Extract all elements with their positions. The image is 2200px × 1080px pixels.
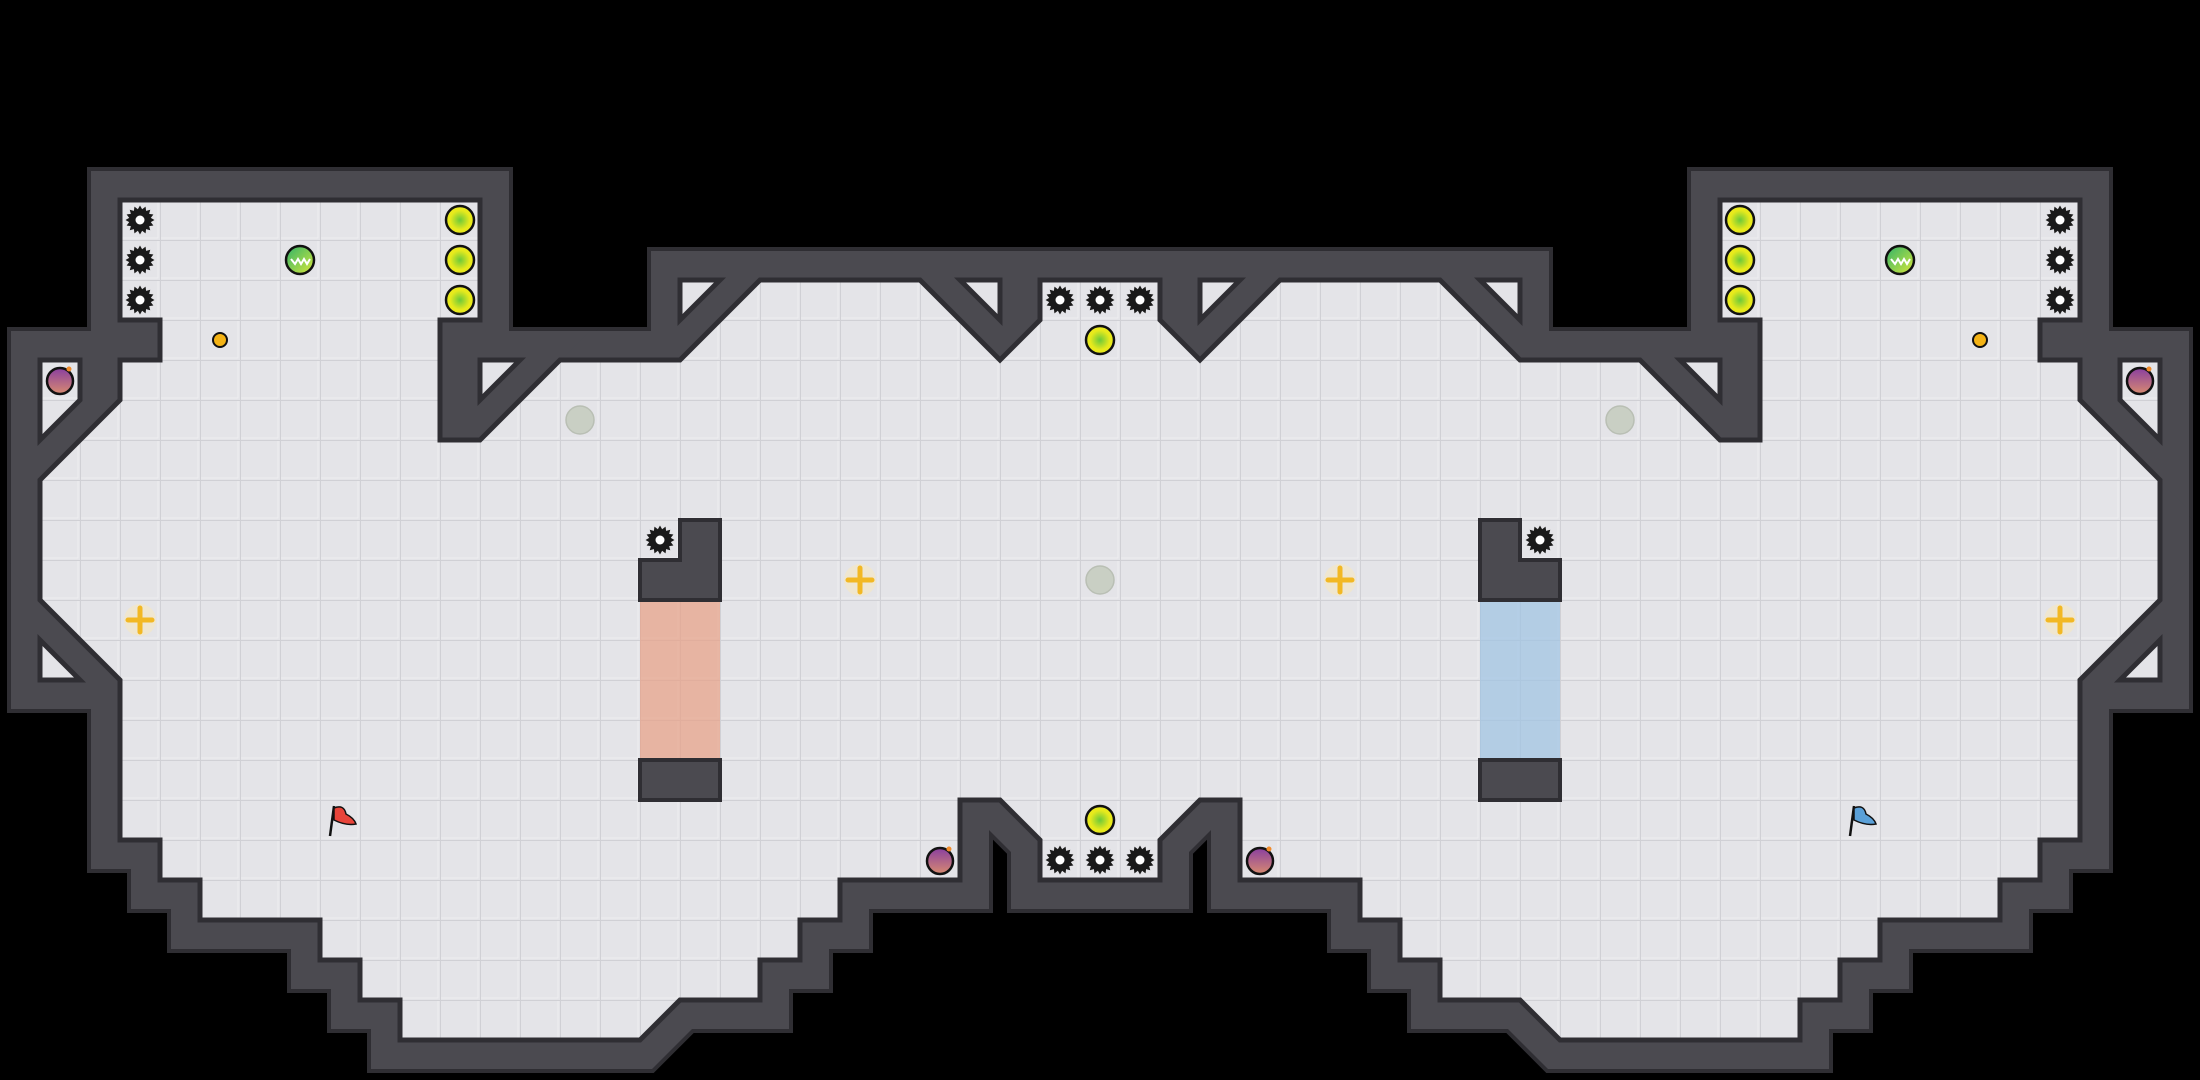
bomb-body	[2125, 366, 2155, 396]
gear-hole	[655, 535, 665, 545]
bomb-body	[925, 846, 955, 876]
cross-arms	[125, 605, 155, 635]
wall-block	[638, 758, 722, 802]
ball-teeth	[290, 257, 311, 266]
floor-pocket	[677, 277, 727, 327]
gear-hole	[1535, 535, 1545, 545]
gear-icon	[1045, 845, 1075, 875]
bomb-body	[1245, 846, 1275, 876]
orange-dot-icon	[1972, 332, 1988, 348]
green-ball-icon	[284, 244, 316, 276]
gear-hole	[1055, 295, 1065, 305]
gear-hole	[1135, 855, 1145, 865]
floor-pocket	[953, 277, 1003, 327]
ball-teeth	[1890, 257, 1911, 266]
objects-layer	[45, 204, 2155, 876]
floor-pocket	[1673, 357, 1723, 407]
gear-icon	[1085, 845, 1115, 875]
gear-hole	[1135, 295, 1145, 305]
gear-icon	[1125, 845, 1155, 875]
yellow-boost-icon	[444, 204, 476, 236]
cross-boost-icon	[2044, 604, 2076, 636]
yellow-boost-icon	[1084, 324, 1116, 356]
cross-arms	[2045, 605, 2075, 635]
bomb-fuse	[66, 366, 72, 372]
gear-hole	[2055, 215, 2065, 225]
gear-icon	[1045, 285, 1075, 315]
gear-icon	[125, 245, 155, 275]
gear-icon	[2045, 205, 2075, 235]
wall-block	[1478, 518, 1562, 602]
cross-arms	[845, 565, 875, 595]
gear-icon	[645, 525, 675, 555]
gear-icon	[2045, 245, 2075, 275]
floor-pocket	[2113, 633, 2163, 683]
gear-hole	[135, 215, 145, 225]
gear-hole	[1055, 855, 1065, 865]
gear-hole	[1095, 855, 1105, 865]
gear-icon	[125, 285, 155, 315]
flag-cloth	[1853, 806, 1877, 826]
purple-bomb-icon	[45, 366, 75, 396]
red-team-zone	[640, 600, 720, 760]
green-ball-icon	[1884, 244, 1916, 276]
gear-hole	[2055, 295, 2065, 305]
red-flag-icon	[328, 805, 357, 837]
gear-hole	[1095, 295, 1105, 305]
gear-hole	[135, 255, 145, 265]
gear-icon	[1525, 525, 1555, 555]
yellow-boost-icon	[1724, 244, 1756, 276]
gear-icon	[1125, 285, 1155, 315]
gear-icon	[2045, 285, 2075, 315]
grey-circle-icon	[565, 405, 595, 435]
yellow-boost-icon	[1724, 204, 1756, 236]
ball-body	[1884, 244, 1916, 276]
purple-bomb-icon	[1245, 846, 1275, 876]
yellow-boost-icon	[1724, 284, 1756, 316]
yellow-boost-icon	[444, 284, 476, 316]
ball-body	[284, 244, 316, 276]
cross-boost-icon	[1324, 564, 1356, 596]
purple-bomb-icon	[2125, 366, 2155, 396]
grey-circle-icon	[1085, 565, 1115, 595]
cross-arms	[1325, 565, 1355, 595]
yellow-boost-icon	[444, 244, 476, 276]
floor-pocket	[1473, 277, 1523, 327]
gear-icon	[1085, 285, 1115, 315]
purple-bomb-icon	[925, 846, 955, 876]
flag-cloth	[333, 806, 357, 826]
gear-icon	[125, 205, 155, 235]
grey-circle-icon	[1605, 405, 1635, 435]
floor-pocket	[37, 633, 87, 683]
wall-block	[638, 518, 722, 602]
blue-team-zone	[1480, 600, 1560, 760]
cross-boost-icon	[844, 564, 876, 596]
yellow-boost-icon	[1084, 804, 1116, 836]
blue-flag-icon	[1848, 805, 1877, 837]
wall-block	[1478, 758, 1562, 802]
floor-pocket	[1197, 277, 1247, 327]
gear-hole	[135, 295, 145, 305]
cross-boost-icon	[124, 604, 156, 636]
floor-pocket	[477, 357, 527, 407]
gear-hole	[2055, 255, 2065, 265]
orange-dot-icon	[212, 332, 228, 348]
bomb-body	[45, 366, 75, 396]
bomb-fuse	[1266, 846, 1272, 852]
bomb-fuse	[2146, 366, 2152, 372]
bomb-fuse	[946, 846, 952, 852]
